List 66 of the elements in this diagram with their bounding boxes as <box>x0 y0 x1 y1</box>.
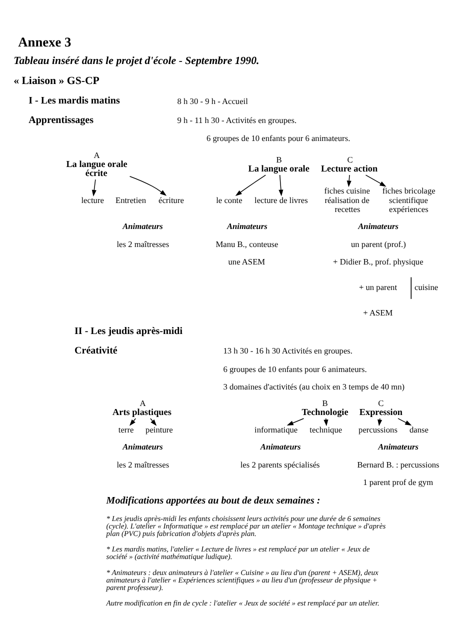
label: une ASEM <box>228 257 266 266</box>
label: 3 domaines d'activités (au choix en 3 temps de 40 mn) <box>223 382 405 392</box>
node-text: lecture <box>81 195 104 204</box>
label: Animateurs <box>122 221 163 230</box>
label: Animateurs <box>226 221 268 230</box>
label: Autre modification en fin de cycle : l'atelier « Jeux de société » est remplacé par un atelier. <box>106 598 380 608</box>
node-text: technique <box>310 425 342 434</box>
node-text: terre <box>118 425 134 434</box>
label: Modifications apportées au bout de deux semaines : <box>106 495 320 506</box>
label: II - Les jeudis après-midi <box>74 326 183 337</box>
label: 1 parent prof de gym <box>363 478 434 487</box>
label: les 2 parents spécialisés <box>240 460 320 470</box>
label: I - Les mardis matins <box>28 95 120 106</box>
node-text: informatique <box>254 425 298 434</box>
arrow <box>235 174 266 196</box>
arrow <box>286 418 304 425</box>
label: * Les mardis matins, l'atelier « Lecture de livres » est remplacé par un atelier « Jeux de société » (activité mathématique ludique). <box>106 544 370 560</box>
node-text: C Expression <box>359 398 403 416</box>
node-text: fiches cuisine réalisation de recettes <box>324 186 370 214</box>
arrow <box>92 178 96 196</box>
node-text: peinture <box>146 425 173 434</box>
label: Entretien <box>115 195 146 204</box>
node-text: A La langue orale écrite <box>66 150 128 178</box>
label: Animateurs <box>260 442 301 451</box>
label: 9 h - 11 h 30 - Activités en groupes. <box>177 116 297 125</box>
node-text: C Lecture action <box>320 154 378 173</box>
label: Animateurs <box>378 442 419 451</box>
arrow <box>398 418 412 426</box>
label: Animateurs <box>358 221 398 230</box>
arrow <box>150 418 157 426</box>
node-text: lecture de livres <box>254 195 308 204</box>
node-text: B La langue orale <box>248 154 310 173</box>
label: + un parent <box>358 282 398 292</box>
arrow <box>324 418 328 426</box>
arrow <box>129 176 167 196</box>
label: un parent (prof.) <box>351 240 406 249</box>
node-text: écriture <box>158 195 184 204</box>
label: 6 groupes de 10 enfants pour 6 animateurs. <box>206 134 350 143</box>
diagram-title: Annexe 3 <box>18 34 72 50</box>
arrow <box>365 174 386 186</box>
label: 13 h 30 - 16 h 30 Activités en groupes. <box>223 346 353 356</box>
arrow <box>278 174 284 196</box>
label: Bernard B. : percussions <box>357 460 440 470</box>
label: Créativité <box>74 344 118 356</box>
label: « Liaison » GS-CP <box>14 74 100 86</box>
label: * Animateurs : deux animateurs à l'atelier « Cuisine » au lieu d'un (parent + ASEM), deux animateurs à l'atelier « Expériences scientifiques » au lieu d'un (professeur de physique + parent professeur). <box>106 568 378 592</box>
label: les 2 maîtresses <box>116 240 170 249</box>
label: Apprentissages <box>28 114 94 126</box>
label: les 2 maîtresses <box>116 460 170 470</box>
node-text: danse <box>409 425 428 434</box>
label: Manu B., conteuse <box>216 240 278 249</box>
node-text: le conte <box>216 195 242 204</box>
label: 6 groupes de 10 enfants pour 6 animateurs. <box>223 364 367 374</box>
label: 8 h 30 - 9 h - Accueil <box>177 96 248 106</box>
label: + Didier B., prof. physique <box>333 257 424 266</box>
label: Animateurs <box>122 442 163 451</box>
label: + ASEM <box>363 308 393 318</box>
label: * Les jeudis après-midi les enfants choisissent leurs activités pour une durée de 6 semaines (cycle). L'atelier « Informatique » est remplacé par un atelier « Montage technique » d'après plan (PVC) puis fabrication d'objets d'après plan. <box>106 513 386 538</box>
arrow <box>129 418 136 426</box>
arrow <box>346 174 352 187</box>
node-text: A Arts plastiques <box>112 398 172 416</box>
node-text: percussions <box>358 425 398 434</box>
label: cuisine <box>414 282 438 292</box>
node-text: B Technologie <box>302 398 348 416</box>
node-text: fiches bricolage scientifique expériences <box>382 186 436 214</box>
label: Tableau inséré dans le projet d'école - Septembre 1990. <box>14 54 260 66</box>
